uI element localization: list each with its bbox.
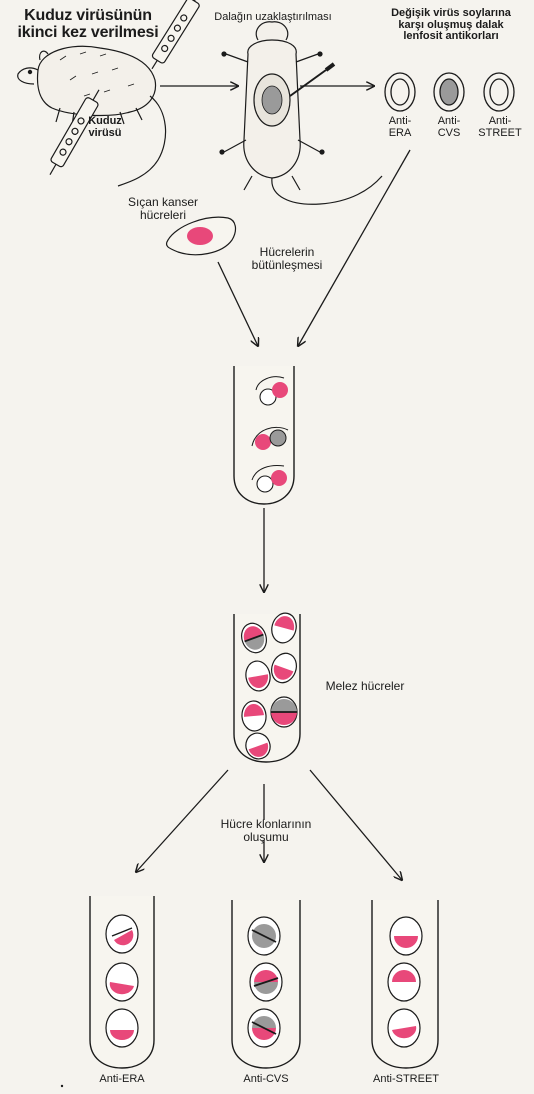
bottom-label-anti-era: Anti-ERA [82, 1074, 162, 1086]
fusion-label-line1: Hücrelerin [232, 246, 342, 259]
injection-title-line2: ikinci kez verilmesi [8, 25, 168, 42]
spleen-removal-illustration [220, 22, 382, 205]
tube-anti-era [90, 896, 154, 1068]
clone-formation-line2: oluşumu [204, 831, 328, 844]
tube-anti-cvs [232, 900, 300, 1068]
cancer-cells-line1: Sıçan kanser [108, 196, 218, 209]
anti-era-line1: Anti- [380, 116, 420, 128]
virus-label-line2: virüsü [80, 128, 130, 140]
anti-cvs-small-label: Anti- CVS [429, 116, 469, 139]
virus-label: Kuduz virüsü [80, 116, 130, 139]
antibody-label: Değişik virüs soylarına karşı oluşmuş da… [368, 8, 534, 43]
bottom-label-anti-street: Anti-STREET [358, 1074, 454, 1086]
anti-street-line1: Anti- [476, 116, 524, 128]
anti-street-line2: STREET [476, 128, 524, 140]
cancer-cell [166, 217, 235, 254]
hybrid-cells-label: Melez hücreler [310, 680, 420, 693]
antibody-label-line3: lenfosit antikorları [368, 31, 534, 43]
fusion-tube [234, 366, 294, 504]
injection-title: Kuduz virüsünün ikinci kez verilmesi [8, 8, 168, 42]
antibody-cells [385, 73, 514, 111]
hybrid-tube [234, 610, 300, 762]
bottom-label-anti-cvs: Anti-CVS [226, 1074, 306, 1086]
cancer-cells-label: Sıçan kanser hücreleri [108, 196, 218, 221]
anti-cvs-line2: CVS [429, 128, 469, 140]
antibody-label-line1: Değişik virüs soylarına [368, 8, 534, 20]
fusion-label: Hücrelerin bütünleşmesi [232, 246, 342, 271]
anti-cvs-line1: Anti- [429, 116, 469, 128]
injection-title-line1: Kuduz virüsünün [8, 8, 168, 25]
anti-street-small-label: Anti- STREET [476, 116, 524, 139]
virus-label-line1: Kuduz [80, 116, 130, 128]
clone-formation-label: Hücre klonlarının oluşumu [204, 818, 328, 843]
clone-formation-line1: Hücre klonlarının [204, 818, 328, 831]
anti-era-line2: ERA [380, 128, 420, 140]
cancer-cells-line2: hücreleri [108, 209, 218, 222]
spleen-removal-label: Dalağın uzaklaştırılması [198, 12, 348, 24]
anti-era-small-label: Anti- ERA [380, 116, 420, 139]
fusion-label-line2: bütünleşmesi [232, 259, 342, 272]
tube-anti-street [372, 900, 438, 1068]
